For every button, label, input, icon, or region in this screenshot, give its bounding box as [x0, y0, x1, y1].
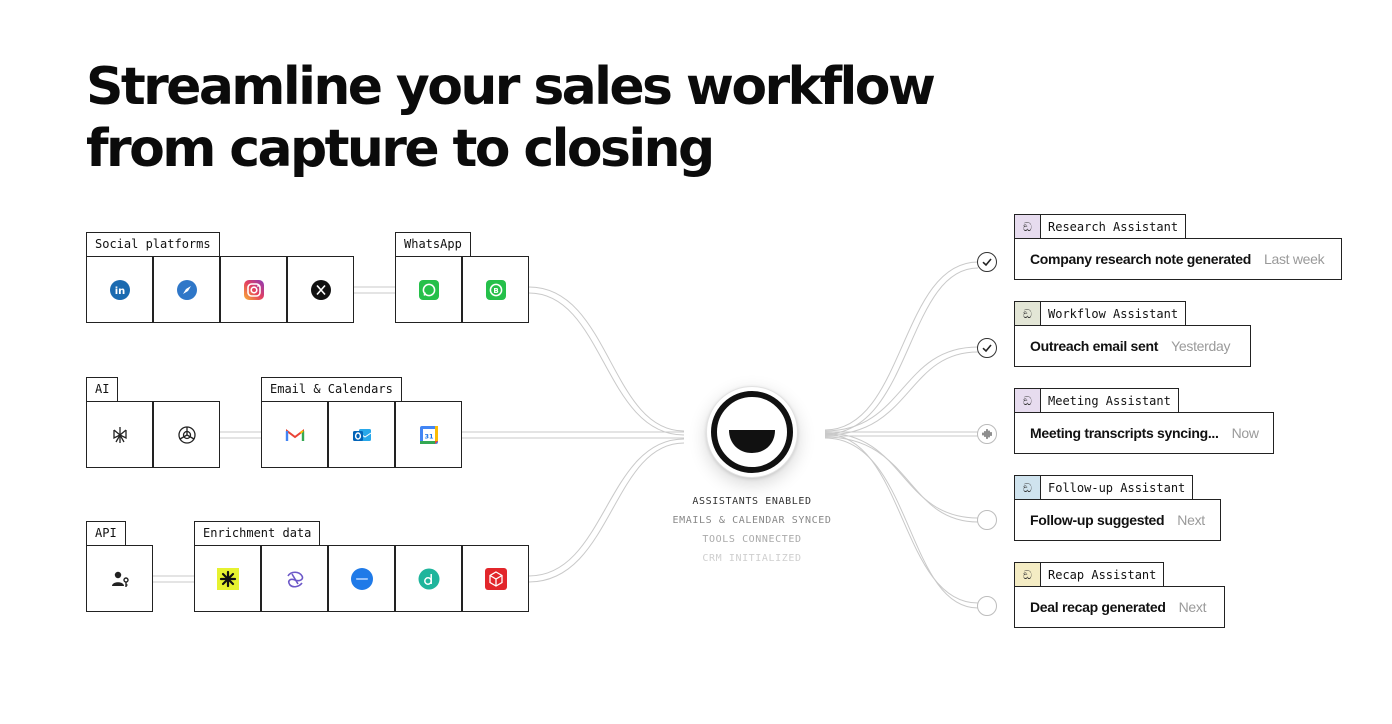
status-line-2: EMAILS & CALENDAR SYNCED	[672, 515, 832, 526]
assistant-time: Now	[1231, 425, 1259, 441]
assistant-message: Follow-up suggested	[1030, 512, 1165, 528]
node-meeting	[977, 424, 997, 444]
assistant-time: Last week	[1264, 251, 1325, 267]
red-cube-logo-icon	[484, 567, 507, 590]
source-tile-enrichment-4[interactable]	[395, 545, 462, 612]
assistant-name: Research Assistant	[1048, 220, 1179, 234]
whatsapp-icon	[418, 279, 440, 301]
headline-line-2: from capture to closing	[86, 119, 715, 179]
assistant-message: Company research note generated	[1030, 251, 1251, 267]
smile-logo-icon	[711, 391, 793, 473]
user-key-icon	[109, 568, 131, 590]
group-label-api: API	[86, 521, 126, 545]
node-research	[977, 252, 997, 272]
x-icon	[310, 279, 332, 301]
assistant-face-icon: ඞ	[1015, 563, 1041, 587]
source-tile-linkedin[interactable]: in	[86, 256, 153, 323]
source-tile-whatsapp[interactable]	[395, 256, 462, 323]
status-line-1: ASSISTANTS ENABLED	[692, 496, 812, 507]
status-line-3: TOOLS CONNECTED	[702, 534, 802, 545]
assistant-message: Deal recap generated	[1030, 599, 1166, 615]
assistant-face-icon: ඞ	[1015, 476, 1041, 500]
status-line-4: CRM INITIALIZED	[702, 553, 802, 564]
source-tile-whatsapp-business[interactable]: B	[462, 256, 529, 323]
source-tile-enrichment-2[interactable]	[261, 545, 328, 612]
assistant-card-research[interactable]: Company research note generated Last wee…	[1014, 238, 1342, 280]
hub-status-list: ASSISTANTS ENABLED EMAILS & CALENDAR SYN…	[652, 492, 852, 568]
group-label-enrichment: Enrichment data	[194, 521, 321, 545]
node-workflow	[977, 338, 997, 358]
blue-circle-logo-icon	[350, 567, 373, 590]
source-tile-instagram[interactable]	[220, 256, 287, 323]
group-label-whatsapp: WhatsApp	[395, 232, 471, 256]
page-headline: Streamline your sales workflow from capt…	[86, 56, 936, 180]
assistant-card-workflow[interactable]: Outreach email sent Yesterday	[1014, 325, 1251, 367]
source-tile-google-calendar[interactable]: 31	[395, 401, 462, 468]
outlook-icon	[351, 424, 373, 446]
source-tile-gmail[interactable]	[261, 401, 328, 468]
assistant-card-recap[interactable]: Deal recap generated Next	[1014, 586, 1225, 628]
assistant-card-meeting[interactable]: Meeting transcripts syncing... Now	[1014, 412, 1274, 454]
linkedin-icon: in	[109, 279, 131, 301]
assistant-name: Meeting Assistant	[1048, 394, 1171, 408]
assistant-name: Workflow Assistant	[1048, 307, 1179, 321]
svg-text:in: in	[114, 286, 125, 297]
perplexity-icon	[109, 424, 131, 446]
assistant-tag-research: ඞ Research Assistant	[1014, 214, 1187, 239]
source-tile-enrichment-3[interactable]	[328, 545, 395, 612]
assistant-message: Meeting transcripts syncing...	[1030, 425, 1219, 441]
whatsapp-business-icon: B	[485, 279, 507, 301]
source-tile-outlook[interactable]	[328, 401, 395, 468]
source-tile-safari[interactable]	[153, 256, 220, 323]
assistant-face-icon: ඞ	[1015, 389, 1041, 413]
source-tile-openai[interactable]	[153, 401, 220, 468]
svg-text:B: B	[493, 287, 498, 295]
audio-wave-icon	[982, 428, 992, 440]
node-recap	[977, 596, 997, 616]
source-tile-enrichment-5[interactable]	[462, 545, 529, 612]
group-label-social: Social platforms	[86, 232, 220, 256]
group-label-email: Email & Calendars	[261, 377, 402, 401]
source-tile-perplexity[interactable]	[86, 401, 153, 468]
safari-compass-icon	[176, 279, 198, 301]
assistant-name: Follow-up Assistant	[1048, 481, 1186, 495]
gmail-icon	[284, 424, 306, 446]
assistant-card-followup[interactable]: Follow-up suggested Next	[1014, 499, 1221, 541]
assistant-tag-followup: ඞ Follow-up Assistant	[1014, 475, 1194, 500]
knot-logo-icon	[284, 568, 306, 590]
asterisk-logo-icon	[216, 567, 239, 590]
calendar-day-number: 31	[424, 432, 434, 440]
instagram-icon	[243, 279, 265, 301]
assistant-name: Recap Assistant	[1048, 568, 1157, 582]
google-calendar-icon: 31	[418, 424, 440, 446]
assistant-hub[interactable]	[706, 386, 798, 478]
assistant-time: Next	[1178, 599, 1207, 615]
check-icon	[982, 258, 992, 267]
assistant-message: Outreach email sent	[1030, 338, 1159, 354]
assistant-time: Next	[1177, 512, 1205, 528]
group-label-ai: AI	[86, 377, 119, 401]
node-followup	[977, 510, 997, 530]
source-tile-x[interactable]	[287, 256, 354, 323]
teal-d-logo-icon	[418, 568, 440, 590]
assistant-time: Yesterday	[1171, 338, 1231, 354]
openai-icon	[176, 424, 198, 446]
check-icon	[982, 344, 992, 353]
assistant-tag-recap: ඞ Recap Assistant	[1014, 562, 1165, 587]
assistant-face-icon: ඞ	[1015, 302, 1041, 326]
headline-line-1: Streamline your sales workflow	[86, 57, 936, 117]
assistant-tag-meeting: ඞ Meeting Assistant	[1014, 388, 1179, 413]
assistant-face-icon: ඞ	[1015, 215, 1041, 239]
assistant-tag-workflow: ඞ Workflow Assistant	[1014, 301, 1187, 326]
source-tile-enrichment-1[interactable]	[194, 545, 261, 612]
source-tile-api[interactable]	[86, 545, 153, 612]
